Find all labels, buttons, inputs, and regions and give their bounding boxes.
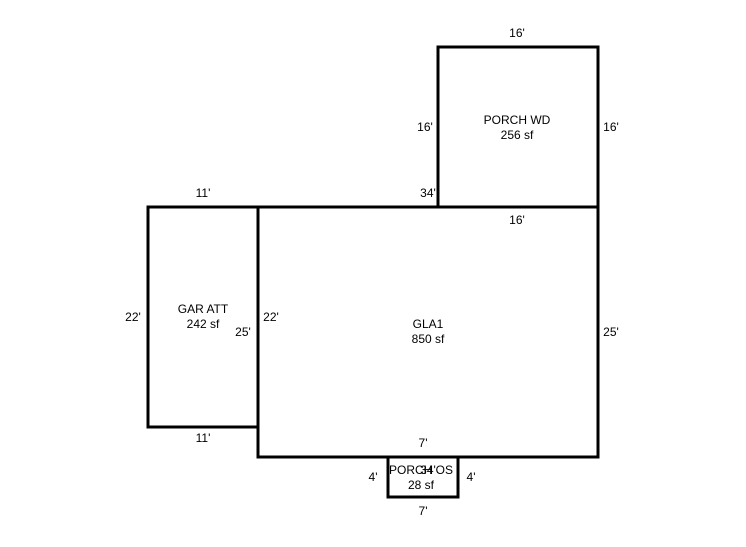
gla1-name: GLA1 <box>413 317 444 331</box>
porch-wd-dim-top: 16' <box>509 26 525 40</box>
porch-wd-outline <box>436 45 600 209</box>
gar-att-name: GAR ATT <box>178 302 229 316</box>
porch-wd-dim-left: 16' <box>417 120 433 134</box>
gar-att-dim-bottom: 11' <box>196 431 211 445</box>
room-porch-os: PORCH OS 28 sf 7' 4' 4' 7' <box>369 436 476 518</box>
porch-os-name: PORCH OS <box>389 463 453 477</box>
gar-att-dim-right: 22' <box>263 310 279 324</box>
room-gla1: GLA1 850 sf 34' 25' 25' 34' <box>235 186 619 477</box>
porch-wd-dim-bottom: 16' <box>509 213 525 227</box>
porch-os-outline <box>386 455 460 499</box>
porch-os-dim-right: 4' <box>467 470 476 484</box>
porch-os-dim-bottom: 7' <box>419 504 428 518</box>
gla1-area: 850 sf <box>412 332 445 346</box>
porch-wd-area: 256 sf <box>501 128 534 142</box>
porch-wd-dim-right: 16' <box>603 120 619 134</box>
room-porch-wd: PORCH WD 256 sf 16' 16' 16' 16' <box>417 26 619 227</box>
porch-os-dim-top: 7' <box>419 436 428 450</box>
gar-att-area: 242 sf <box>187 317 220 331</box>
gar-att-dim-top: 11' <box>196 186 211 200</box>
porch-os-dim-left: 4' <box>369 470 378 484</box>
gla1-dim-right: 25' <box>603 325 619 339</box>
porch-os-area: 28 sf <box>408 478 435 492</box>
gla1-dim-top: 34' <box>420 186 436 200</box>
gla1-dim-left: 25' <box>235 325 251 339</box>
room-gar-att: GAR ATT 242 sf 11' 22' 22' 11' <box>125 186 279 445</box>
porch-wd-name: PORCH WD <box>484 113 551 127</box>
gla1-dim-bottom: 34' <box>420 463 436 477</box>
gar-att-dim-left: 22' <box>125 310 141 324</box>
